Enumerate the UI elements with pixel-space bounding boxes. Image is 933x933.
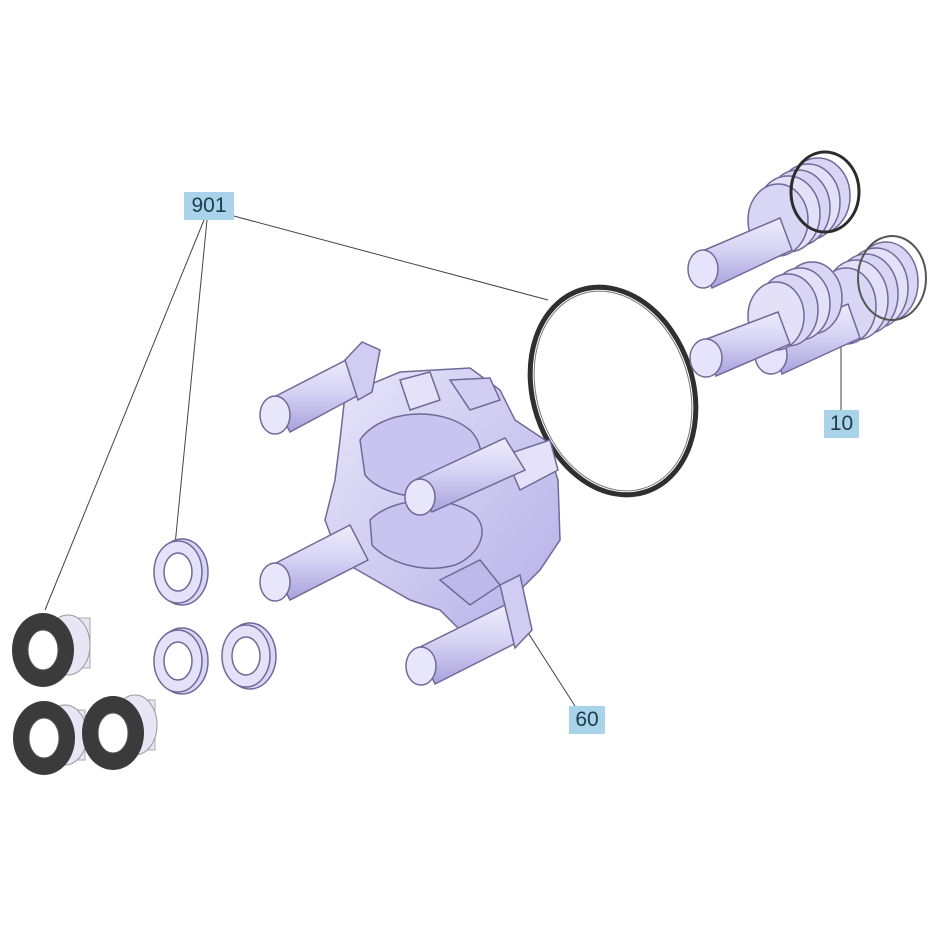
valve-body [259, 341, 561, 686]
o-ring-inner-edge [533, 290, 693, 492]
seal-ring-large-bottom-left [13, 701, 88, 775]
seal-ring-large-bottom-right [82, 694, 158, 770]
callout-10: 10 [824, 410, 859, 438]
leader-60-body [524, 627, 576, 707]
seal-rings-large [12, 613, 158, 775]
seal-ring-large-top [12, 613, 91, 687]
valve-assembly-group [687, 150, 927, 378]
o-ring [527, 284, 699, 498]
leader-901-ring-lower [44, 219, 205, 611]
valve-lower-left [689, 261, 843, 378]
leader-901-seal-upper [174, 219, 208, 546]
seal-ring-mid-left [153, 627, 209, 695]
valve-upper [687, 150, 861, 290]
leader-lines [44, 214, 842, 707]
seal-rings-small [153, 538, 277, 695]
leader-901-oring [229, 214, 549, 301]
seal-ring-mid-right [221, 622, 277, 690]
callout-901: 901 [184, 192, 234, 220]
callout-60: 60 [569, 706, 605, 734]
seal-ring-top [153, 538, 209, 606]
